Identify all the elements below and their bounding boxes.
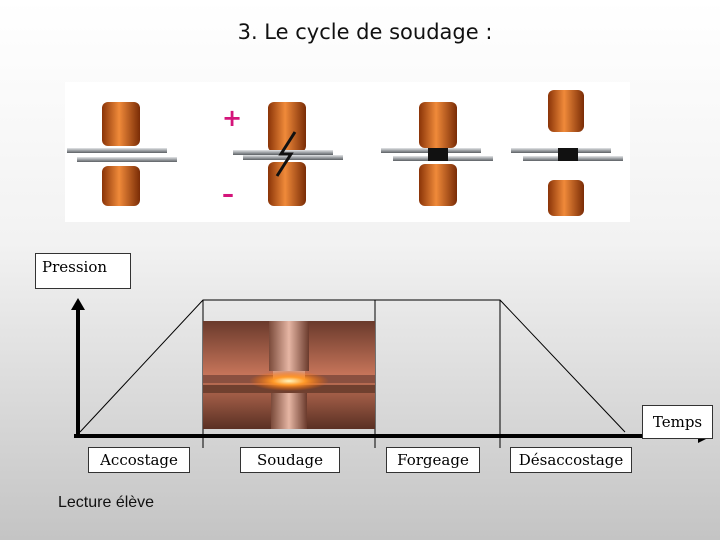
upper-sheet: [67, 148, 167, 153]
footer-note: Lecture élève: [58, 494, 155, 511]
lower-electrode: [102, 166, 140, 206]
lower-sheet: [77, 157, 177, 162]
step-weld-current: [233, 102, 343, 206]
current-bolt-icon: [275, 131, 297, 177]
lower-sheet: [243, 155, 343, 160]
time-axis-label: Temps: [642, 405, 713, 439]
phase-label-soudage: Soudage: [240, 447, 340, 473]
polarity-plus: +: [222, 104, 242, 132]
pressure-curve: [79, 299, 626, 433]
step-forge: [381, 102, 493, 206]
step-approach: [67, 102, 177, 206]
pressure-axis-arrow-icon: [71, 298, 85, 310]
weld-nugget: [558, 148, 578, 161]
polarity-minus: –: [222, 180, 234, 208]
slide-title: 3. Le cycle de soudage :: [237, 20, 493, 44]
phase-label-accostage: Accostage: [88, 447, 190, 473]
welding-steps-illustration: + –: [65, 82, 630, 222]
weld-nugget: [428, 148, 448, 161]
upper-electrode: [548, 90, 584, 132]
upper-electrode: [419, 102, 457, 148]
upper-electrode: [268, 102, 306, 152]
lower-electrode: [548, 180, 584, 216]
weld-photo: [203, 321, 375, 429]
upper-electrode: [102, 102, 140, 146]
lower-electrode: [419, 164, 457, 206]
step-release: [511, 90, 623, 216]
phase-label-forgeage: Forgeage: [386, 447, 480, 473]
phase-label-desaccostage: Désaccostage: [510, 447, 632, 473]
pressure-axis-label: Pression: [35, 253, 131, 289]
